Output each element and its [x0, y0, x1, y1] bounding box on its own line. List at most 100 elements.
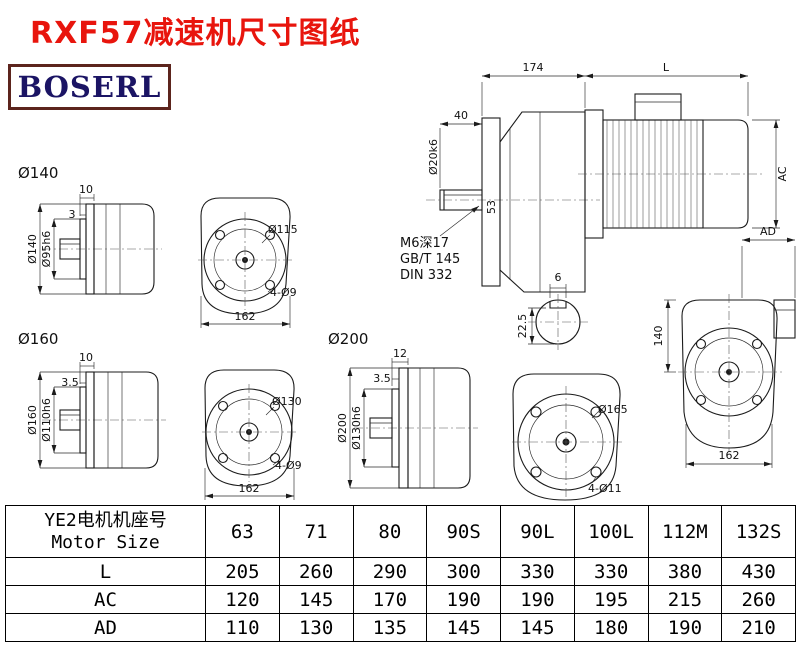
dim-35-lines	[80, 379, 87, 386]
cell-AC-6: 215	[647, 585, 723, 614]
cell-AD-6: 190	[647, 613, 723, 642]
cell-L-3: 300	[426, 557, 501, 586]
dim-AD-lines	[741, 237, 796, 298]
housing	[93, 203, 155, 295]
dim-10-lines	[79, 362, 95, 384]
tap-note-line2: GB/T 145	[400, 252, 460, 267]
boserl-logo: BOSERL	[8, 64, 171, 110]
dim-dia140-lines	[37, 203, 86, 295]
dim-label-dia115: Ø115	[268, 223, 298, 236]
page-title: RXF57减速机尺寸图纸	[30, 16, 361, 51]
dim-label-162-140: 162	[235, 310, 256, 323]
dim-label-35: 3.5	[61, 376, 79, 389]
dim-key-depth-lines	[528, 307, 554, 345]
dim-label-dia130: Ø130	[272, 395, 302, 408]
cell-L-6: 380	[647, 557, 723, 586]
terminal-box-front	[773, 299, 796, 339]
cell-L-4: 330	[500, 557, 575, 586]
terminal-box	[634, 93, 682, 121]
flange160-side-view: Ø160 10 3.5	[18, 330, 166, 469]
housing	[93, 371, 159, 469]
dim-162-lines	[200, 296, 291, 328]
cell-AD-1: 130	[278, 613, 354, 642]
tap-note-line1: M6深17	[400, 236, 449, 251]
housing-outline	[204, 369, 295, 487]
dim-12-lines	[391, 358, 409, 386]
dim-162-end-lines	[685, 424, 773, 468]
dim-35-lines	[392, 375, 400, 382]
motor	[578, 93, 762, 239]
cell-AC-5: 195	[573, 585, 649, 614]
dim-label-key-width: 6	[555, 271, 562, 284]
dim-10-lines	[79, 194, 95, 216]
logo-text: BOSERL	[17, 70, 162, 104]
size-header-4: 90L	[500, 505, 575, 558]
cell-AC-2: 170	[352, 585, 428, 614]
dim-label-key-depth: 22.5	[516, 314, 529, 339]
output-shaft	[426, 189, 600, 211]
cell-AC-1: 145	[278, 585, 354, 614]
flange140-front-view: Ø115 4-Ø9 162	[198, 197, 298, 328]
dim-174-L-lines	[481, 73, 749, 116]
dim-162-lines	[204, 468, 295, 500]
dim-label-35: 3.5	[373, 372, 391, 385]
row-AD-label: AD	[5, 613, 206, 642]
dim-label-10: 10	[79, 183, 93, 196]
cell-L-1: 260	[278, 557, 354, 586]
table-header-row: YE2电机机座号 Motor Size 63 71 80 90S 90L 100…	[5, 505, 796, 558]
cell-AC-7: 260	[721, 585, 796, 614]
cell-AD-2: 135	[352, 613, 428, 642]
cell-L-0: 205	[205, 557, 280, 586]
dim-label-holes-200: 4-Ø11	[588, 482, 622, 495]
cell-AC-3: 190	[426, 585, 501, 614]
flange200-label: Ø200	[328, 330, 368, 348]
housing-outline	[512, 373, 621, 501]
flange200-side-view: Ø200 12 3.5	[328, 330, 478, 489]
size-header-7: 132S	[721, 505, 796, 558]
flange140-label: Ø140	[18, 164, 58, 182]
cell-AD-0: 110	[205, 613, 280, 642]
dim-label-dia95: Ø95h6	[40, 231, 53, 268]
dim-label-3: 3	[69, 208, 76, 221]
housing-outline	[681, 299, 778, 449]
dim-label-162-end: 162	[719, 449, 740, 462]
shaft-tap-note: M6深17 GB/T 145 DIN 332	[400, 205, 480, 283]
flange140-side-view: Ø140 10 3 Ø1	[18, 164, 162, 295]
row-AC-label: AC	[5, 585, 206, 614]
dim-label-162-160: 162	[239, 482, 260, 495]
dim-AC-lines	[752, 119, 780, 229]
dim-dia160-lines	[37, 371, 86, 469]
dim-label-AC: AC	[776, 166, 789, 181]
cell-AD-5: 180	[573, 613, 649, 642]
dim-label-dia140: Ø140	[26, 234, 39, 264]
main-assembly-view: 174 L 40 Ø20k6 53	[400, 61, 789, 350]
motor-size-label-cn: YE2电机机座号	[44, 510, 167, 532]
dim-dia200-lines	[347, 367, 399, 489]
dim-label-AD: AD	[760, 225, 776, 238]
dim-label-140: 140	[652, 326, 665, 347]
table-row-L: L 205 260 290 300 330 330 380 430	[5, 557, 796, 586]
dim-key-width-lines	[549, 284, 567, 298]
dim-40-lines	[439, 121, 482, 188]
dim-dia130s-lines	[361, 388, 392, 468]
dim-label-174: 174	[523, 61, 544, 74]
dim-label-53: 53	[485, 200, 498, 214]
housing	[407, 367, 471, 489]
cell-AD-4: 145	[500, 613, 575, 642]
housing-outline	[200, 197, 291, 315]
motor-size-table: YE2电机机座号 Motor Size 63 71 80 90S 90L 100…	[5, 505, 796, 642]
dim-label-L: L	[663, 61, 670, 74]
dim-dia95-lines	[51, 218, 80, 280]
dim-label-holes-160: 4-Ø9	[275, 459, 302, 472]
dimension-drawing: 174 L 40 Ø20k6 53	[18, 61, 796, 501]
motor-size-label-en: Motor Size	[51, 531, 160, 553]
dim-label-holes-140: 4-Ø9	[270, 286, 297, 299]
size-header-6: 112M	[647, 505, 723, 558]
dim-140-lines	[664, 299, 676, 373]
dim-3-lines	[80, 211, 87, 218]
shaft-dia-label: Ø20k6	[427, 139, 440, 175]
dim-label-dia130s: Ø130h6	[350, 406, 363, 450]
dim-label-12: 12	[393, 347, 407, 360]
cell-AC-0: 120	[205, 585, 280, 614]
dim-dia110-lines	[51, 386, 80, 454]
